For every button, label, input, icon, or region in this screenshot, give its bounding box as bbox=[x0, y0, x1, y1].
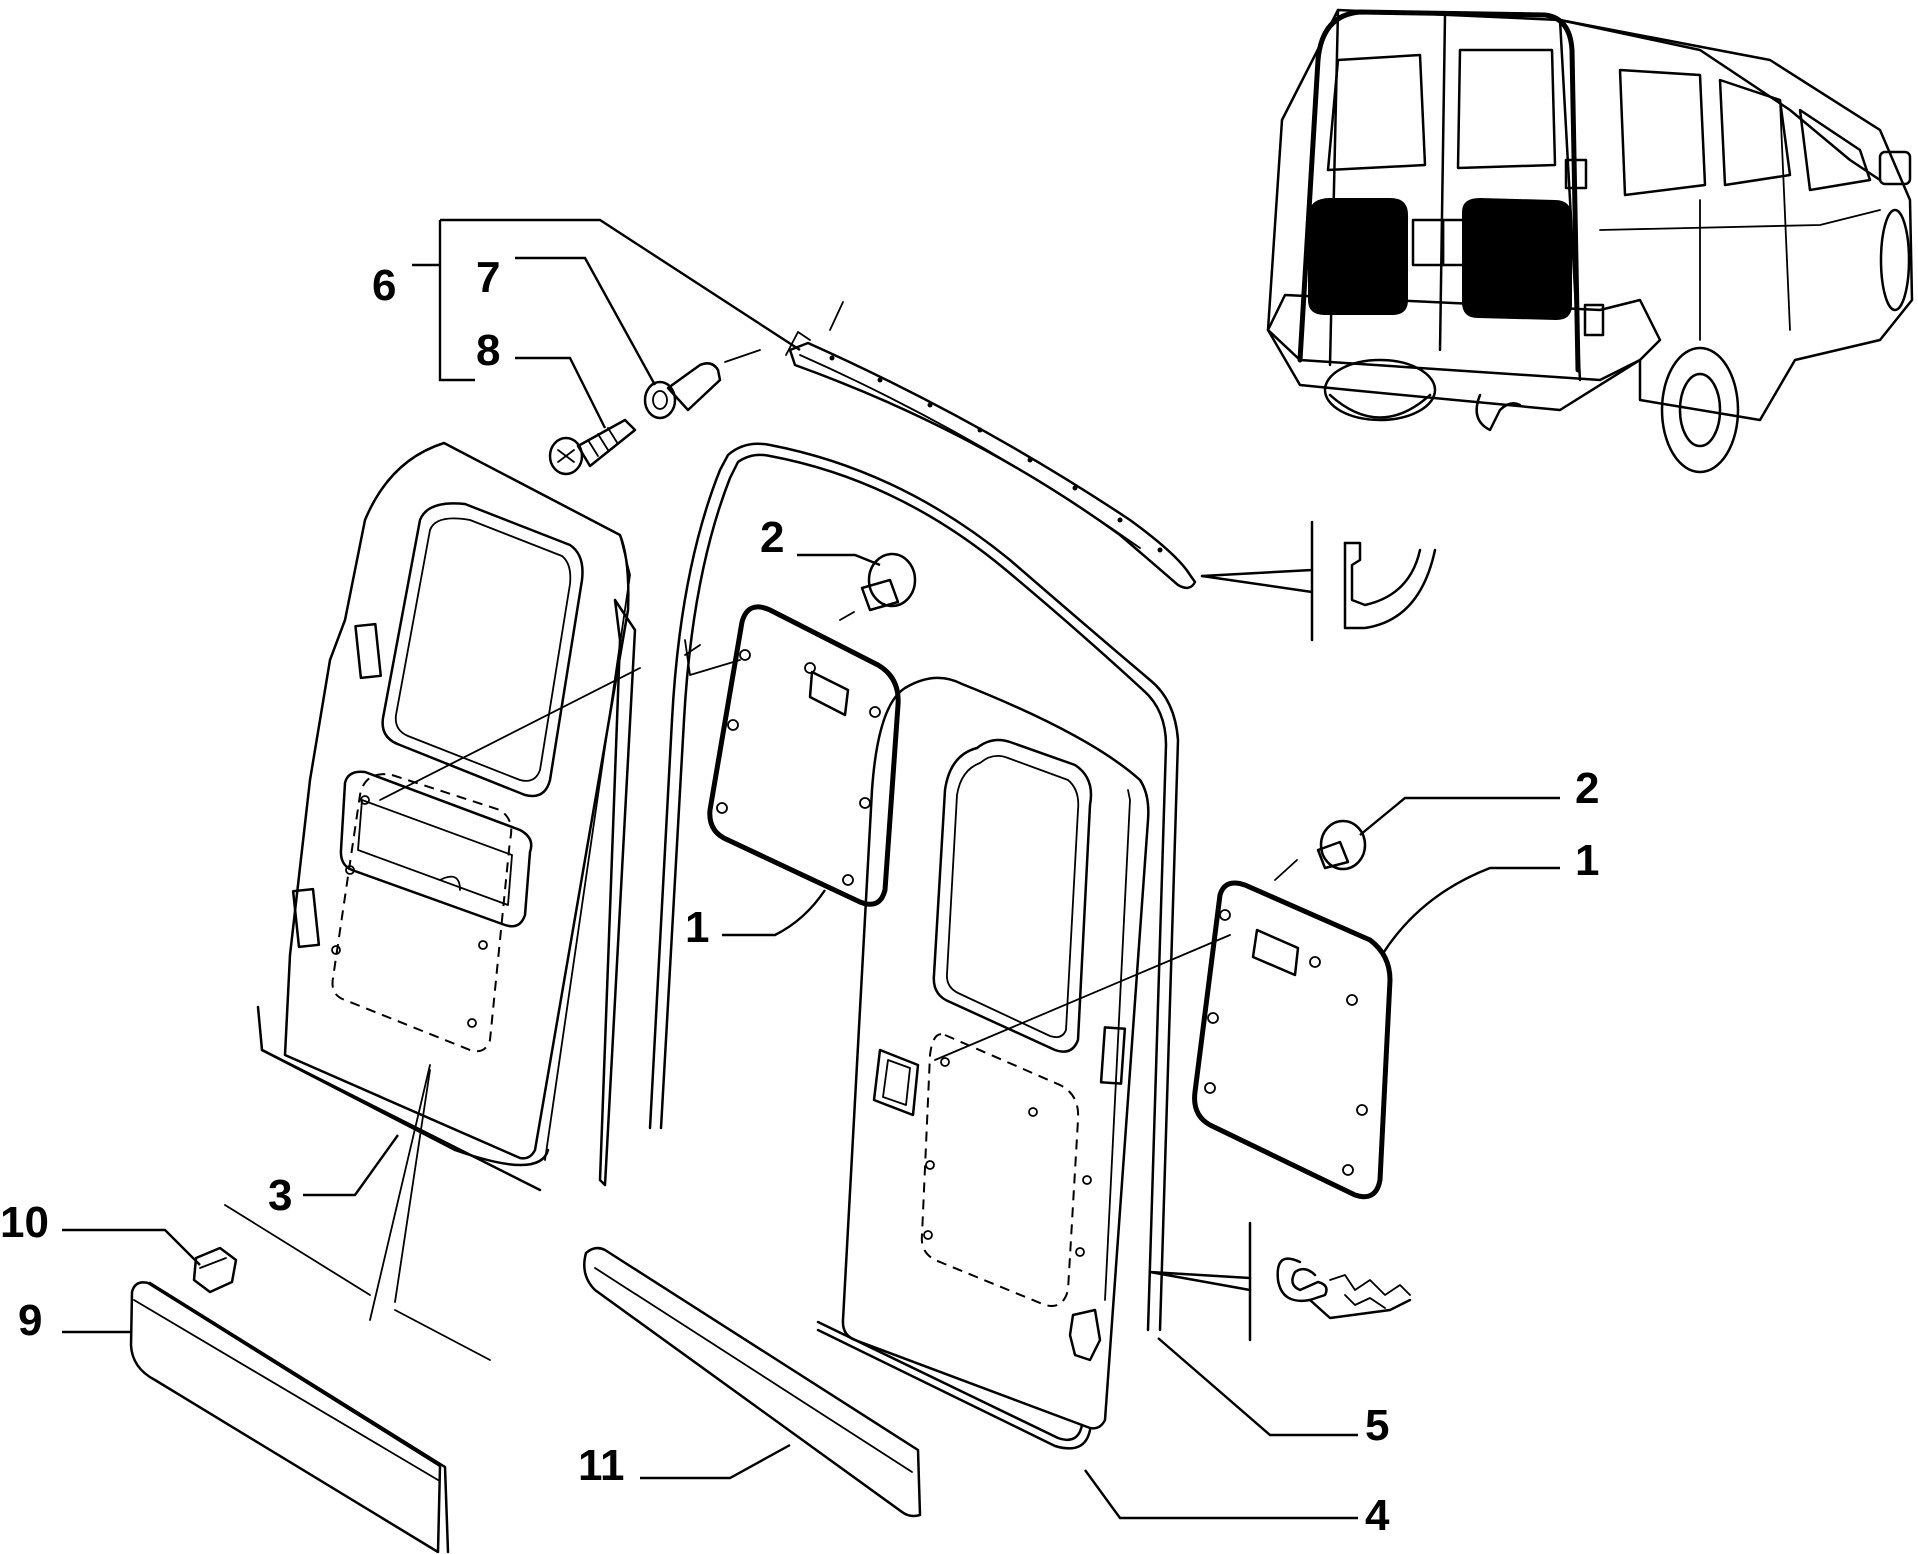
van-rear-view bbox=[1266, 8, 1914, 474]
part-label-5: 5 bbox=[1365, 1401, 1389, 1450]
leader-lines bbox=[62, 218, 1560, 1520]
push-clip-lower bbox=[1316, 819, 1367, 871]
part-label-2-lower: 2 bbox=[1575, 764, 1599, 813]
top-moulding-strip bbox=[785, 301, 1197, 590]
left-door-panel bbox=[283, 441, 631, 1161]
moulding-11 bbox=[583, 1246, 922, 1518]
part-label-6: 6 bbox=[372, 261, 396, 310]
clip-7 bbox=[643, 362, 722, 420]
part-label-7: 7 bbox=[476, 253, 500, 302]
part-label-2-upper: 2 bbox=[760, 513, 784, 562]
access-panel-upper bbox=[707, 604, 901, 907]
part-label-4: 4 bbox=[1365, 1491, 1390, 1540]
guide-lines bbox=[224, 349, 1298, 1361]
push-clip-upper bbox=[860, 552, 917, 612]
clip-10 bbox=[192, 1246, 238, 1294]
part-label-1-lower: 1 bbox=[1575, 836, 1599, 885]
part-label-9: 9 bbox=[18, 1296, 42, 1345]
part-label-3: 3 bbox=[268, 1171, 292, 1220]
part-label-1-upper: 1 bbox=[685, 903, 709, 952]
access-panel-lower bbox=[1192, 880, 1393, 1200]
right-door-panel bbox=[648, 442, 1180, 1430]
seal-3 bbox=[256, 1005, 550, 1167]
seal-section-detail bbox=[1148, 1221, 1412, 1342]
screw-8 bbox=[548, 418, 637, 476]
strip-section-detail bbox=[1200, 520, 1437, 642]
door-edge-seal bbox=[598, 598, 637, 1187]
side-moulding-9 bbox=[129, 1281, 450, 1554]
part-label-8: 8 bbox=[476, 326, 500, 375]
seal-4 bbox=[816, 1320, 1084, 1442]
part-label-10: 10 bbox=[0, 1198, 49, 1247]
part-label-11: 11 bbox=[578, 1441, 625, 1490]
